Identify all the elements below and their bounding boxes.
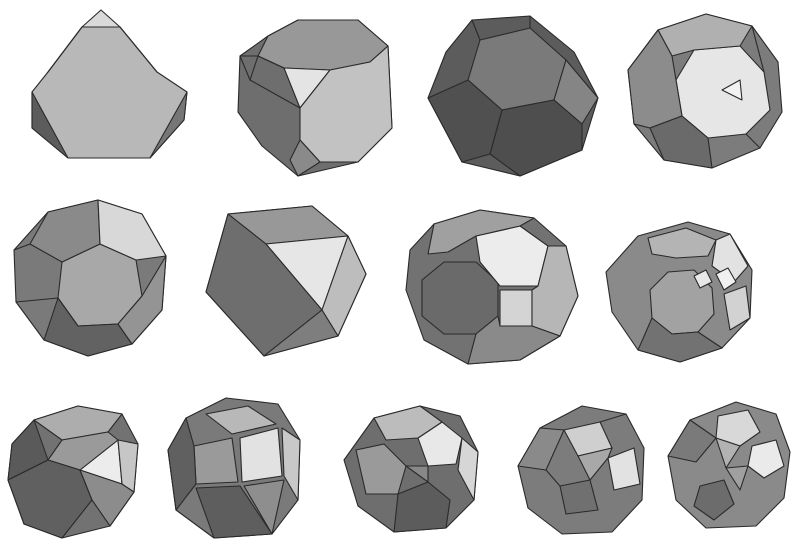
rhombicosidodecahedron bbox=[344, 406, 478, 532]
square-face-right-front bbox=[240, 428, 282, 482]
truncated-dodecahedron bbox=[628, 14, 782, 168]
square-face-front bbox=[194, 438, 238, 484]
rhombicuboctahedron bbox=[168, 398, 300, 538]
snub-cube bbox=[518, 406, 644, 534]
truncated-cube bbox=[238, 20, 392, 176]
cuboctahedron bbox=[206, 206, 366, 356]
truncated-tetrahedron bbox=[32, 10, 187, 158]
square-face-right bbox=[500, 290, 532, 326]
truncated-cuboctahedron bbox=[406, 210, 578, 364]
truncated-icosahedron bbox=[14, 200, 166, 356]
snub-dodecahedron bbox=[668, 402, 790, 528]
octagon-face-front bbox=[422, 262, 498, 334]
icosidodecahedron bbox=[8, 406, 138, 538]
triangle-face-top bbox=[82, 10, 120, 27]
truncated-icosidodecahedron bbox=[606, 222, 752, 362]
truncated-octahedron bbox=[428, 16, 598, 176]
